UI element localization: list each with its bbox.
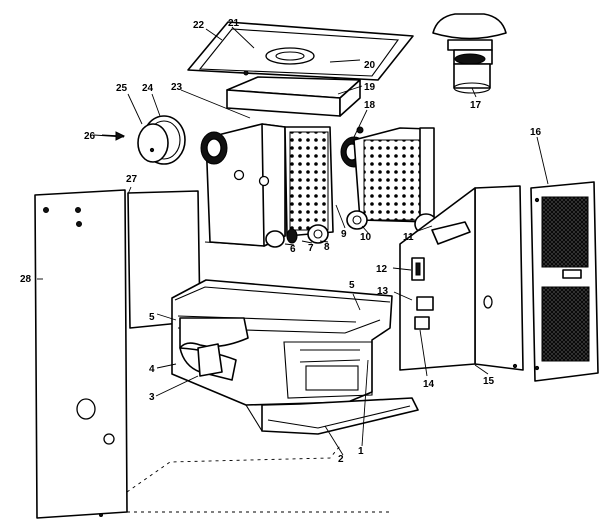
part-22-top-cover — [187, 21, 414, 81]
callout-22: 22 — [193, 20, 205, 31]
callout-21: 21 — [228, 18, 240, 29]
callout-18: 18 — [364, 100, 376, 111]
callout-14: 14 — [423, 379, 435, 390]
callout-26: 26 — [84, 131, 96, 142]
callout-9: 9 — [341, 229, 347, 240]
callout-7: 7 — [308, 243, 314, 254]
callout-11: 11 — [403, 232, 414, 243]
callout-5-top: 5 — [349, 280, 355, 291]
callout-4: 4 — [149, 364, 155, 375]
part-28-side-panel — [34, 189, 128, 519]
callout-12: 12 — [376, 264, 388, 275]
part-26-arrow — [101, 131, 126, 141]
callout-28: 28 — [20, 274, 32, 285]
callout-2: 2 — [338, 454, 344, 465]
callout-17: 17 — [470, 100, 482, 111]
callout-25: 25 — [116, 83, 128, 94]
part-17-flue-cap — [432, 13, 507, 94]
callout-1: 1 — [358, 446, 364, 457]
part-12-13-14-controls — [411, 221, 471, 330]
callout-16: 16 — [530, 127, 542, 138]
part-16-grille-panel — [530, 181, 599, 382]
part-24-25-sight-ring — [137, 115, 186, 165]
callout-labels: 22 21 20 19 23 25 24 26 27 28 17 18 16 6… — [20, 18, 542, 465]
callout-5-left: 5 — [149, 312, 155, 323]
floor-outline — [126, 445, 390, 513]
callout-20: 20 — [364, 60, 376, 71]
base-frame-assembly — [171, 279, 419, 435]
callout-10: 10 — [360, 232, 372, 243]
callout-8: 8 — [324, 242, 330, 253]
callout-19: 19 — [364, 82, 376, 93]
part-19-collar — [226, 76, 361, 117]
part-18-heat-exchanger — [340, 126, 486, 235]
leader-lines — [37, 26, 549, 456]
callout-13: 13 — [377, 286, 389, 297]
callout-27: 27 — [126, 174, 138, 185]
callout-23: 23 — [171, 82, 183, 93]
callout-24: 24 — [142, 83, 154, 94]
callout-3: 3 — [149, 392, 155, 403]
combustion-chamber-assembly — [200, 123, 334, 248]
callout-6: 6 — [290, 244, 296, 255]
callout-15: 15 — [483, 376, 495, 387]
